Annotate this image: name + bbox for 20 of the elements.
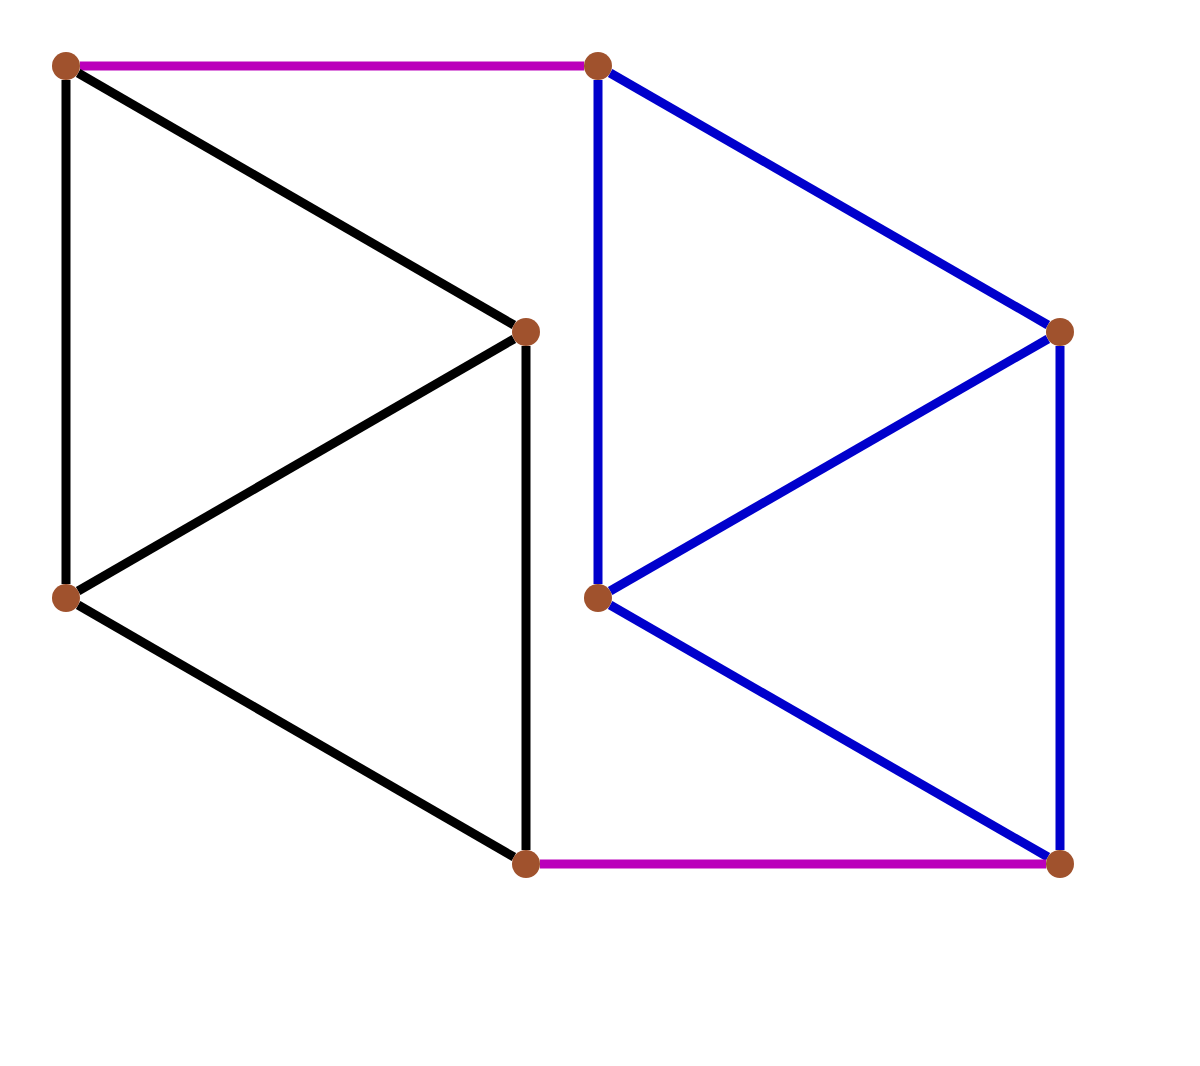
graph-vertex: [512, 318, 540, 346]
graph-edge: [607, 601, 1051, 861]
graph-vertex: [52, 52, 80, 80]
graph-edge: [75, 335, 517, 595]
graph-edge: [607, 69, 1051, 329]
graph-edge: [80, 61, 584, 71]
graph-edge: [75, 69, 517, 329]
graph-edge: [607, 335, 1051, 595]
graph-edge: [61, 80, 71, 584]
graph-vertex: [584, 52, 612, 80]
graph-edge: [1055, 346, 1065, 850]
graph-vertex: [512, 850, 540, 878]
graph-vertex: [52, 584, 80, 612]
graph-edge: [75, 601, 517, 861]
graph-vertex: [1046, 850, 1074, 878]
graph-edge: [521, 346, 531, 850]
graph-vertex: [584, 584, 612, 612]
graph-edge: [593, 80, 603, 584]
graph-vertex: [1046, 318, 1074, 346]
graph-edge: [540, 859, 1046, 869]
